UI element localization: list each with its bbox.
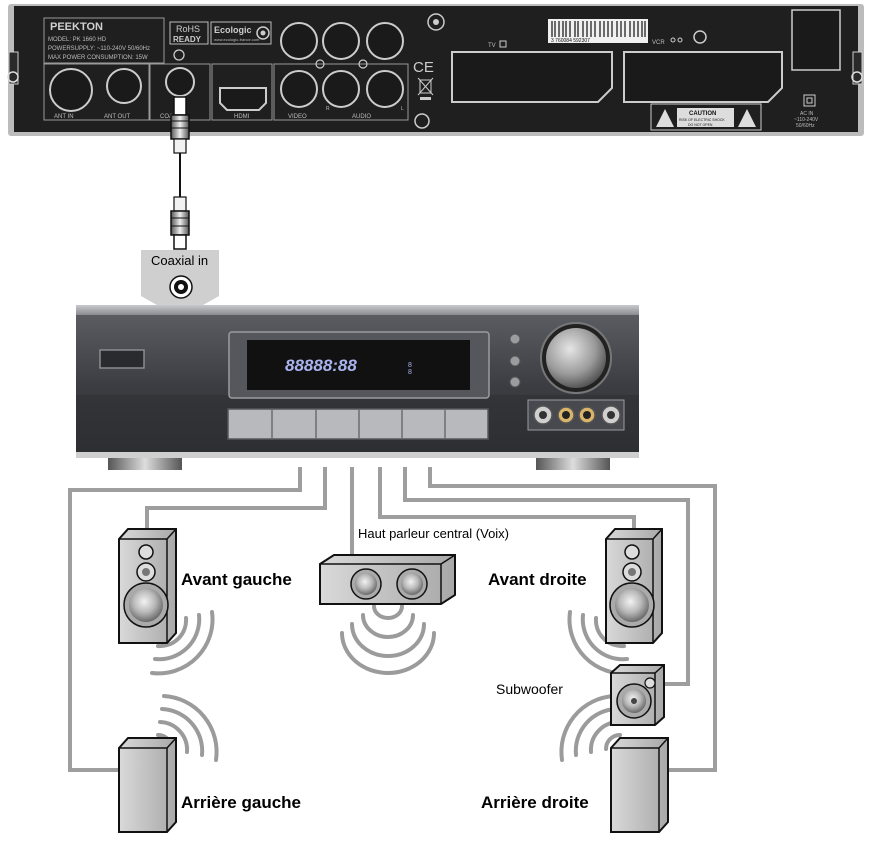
receiver-small-button [509, 376, 521, 388]
tweeter [138, 544, 154, 560]
av-receiver: 88888:88 8 8 [76, 305, 639, 470]
wire-rear-left [68, 467, 302, 772]
ac-in-label: AC IN [800, 111, 814, 117]
weee-bin-icon [417, 77, 434, 100]
svg-text:L: L [401, 106, 404, 112]
svg-text:Ecologic: Ecologic [214, 25, 252, 35]
screw-icon [414, 113, 430, 129]
scart-vcr-port: VCR [623, 30, 783, 103]
hdmi-port: HDMI [211, 63, 273, 121]
speaker-front-left [118, 528, 177, 644]
hdmi-label: HDMI [234, 114, 250, 120]
svg-text:www.ecologic-france.com: www.ecologic-france.com [214, 37, 260, 42]
volume-knob [546, 328, 606, 388]
svg-text:CAUTION: CAUTION [689, 111, 716, 117]
wire-subwoofer [403, 467, 690, 686]
ecologic-badge: Ecologic www.ecologic-france.com [210, 21, 272, 45]
video-label: VIDEO [288, 114, 307, 120]
av-ports: VIDEO AUDIO R L [273, 22, 409, 121]
receiver-button-bar [227, 408, 489, 440]
screw-icon [173, 49, 185, 61]
audio-label: AUDIO [352, 114, 371, 120]
label-front-right: Avant droite [488, 570, 587, 589]
svg-text:DO NOT OPEN: DO NOT OPEN [688, 123, 713, 127]
wire-front-right [378, 467, 636, 530]
svg-text:~110-240V: ~110-240V [794, 117, 819, 123]
speaker-rear-right [610, 737, 669, 833]
receiver-power-button [99, 349, 145, 369]
svg-text:MAX POWER CONSUMPTION: 15W: MAX POWER CONSUMPTION: 15W [48, 55, 148, 61]
model-label: PEEKTON MODEL: PK 1660 HD POWERSUPPLY: ~… [43, 17, 165, 64]
ant-out-label: ANT OUT [104, 114, 131, 120]
scart-tv-port: TV [451, 40, 613, 103]
wire-front-left [145, 467, 327, 532]
antenna-ports: ANT IN ANT OUT [43, 63, 150, 121]
speaker-wires [68, 467, 717, 772]
svg-text:RISK OF ELECTRIC SHOCK: RISK OF ELECTRIC SHOCK [679, 118, 725, 122]
coaxial-in-badge: Coaxial in [141, 250, 219, 318]
svg-text:POWERSUPPLY: ~110-240V 50/60Hz: POWERSUPPLY: ~110-240V 50/60Hz [48, 46, 150, 52]
svg-text:READY: READY [173, 35, 202, 44]
svg-text:3 760084 592307: 3 760084 592307 [551, 38, 590, 44]
brand-logo: PEEKTON [50, 21, 103, 33]
tv-label: TV [488, 43, 496, 49]
rohs-badge: RoHS READY [169, 21, 209, 45]
speaker-rear-left [118, 737, 177, 833]
speaker-subwoofer [610, 664, 665, 726]
caution-label: CAUTION RISK OF ELECTRIC SHOCK DO NOT OP… [650, 103, 762, 131]
wire-rear-right [428, 467, 717, 772]
svg-text:50/60Hz: 50/60Hz [796, 123, 815, 129]
barcode: 3 760084 592307 [548, 19, 648, 44]
receiver-foot [536, 456, 610, 470]
ant-in-label: ANT IN [54, 114, 74, 120]
receiver-small-button [509, 355, 521, 367]
label-front-left: Avant gauche [181, 570, 292, 589]
svg-text:8: 8 [408, 369, 412, 376]
label-center: Haut parleur central (Voix) [358, 526, 509, 541]
coaxial-cable [170, 96, 190, 250]
svg-text:8: 8 [408, 362, 412, 369]
power-inlet: AC IN ~110-240V 50/60Hz [791, 9, 841, 129]
woofer [129, 588, 163, 622]
label-subwoofer: Subwoofer [496, 681, 563, 697]
speaker-front-right [605, 528, 663, 644]
label-rear-left: Arrière gauche [181, 793, 301, 812]
svg-text:MODEL: PK 1660 HD: MODEL: PK 1660 HD [48, 37, 107, 43]
receiver-foot [108, 456, 182, 470]
svg-text:RoHS: RoHS [176, 24, 200, 34]
speaker-center [319, 554, 456, 605]
coaxial-in-label: Coaxial in [151, 253, 208, 268]
screw-icon [427, 13, 445, 31]
receiver-small-button [509, 333, 521, 345]
sound-waves-center [340, 604, 436, 675]
dvd-player-rear-panel: PEEKTON MODEL: PK 1660 HD POWERSUPPLY: ~… [7, 4, 864, 136]
receiver-display-digits: 88888:88 [285, 356, 357, 375]
label-rear-right: Arrière droite [481, 793, 589, 812]
ce-mark: CE [413, 59, 434, 76]
receiver-display: 88888:88 8 8 [228, 331, 490, 399]
svg-text:R: R [326, 106, 330, 112]
vcr-label: VCR [652, 40, 665, 46]
